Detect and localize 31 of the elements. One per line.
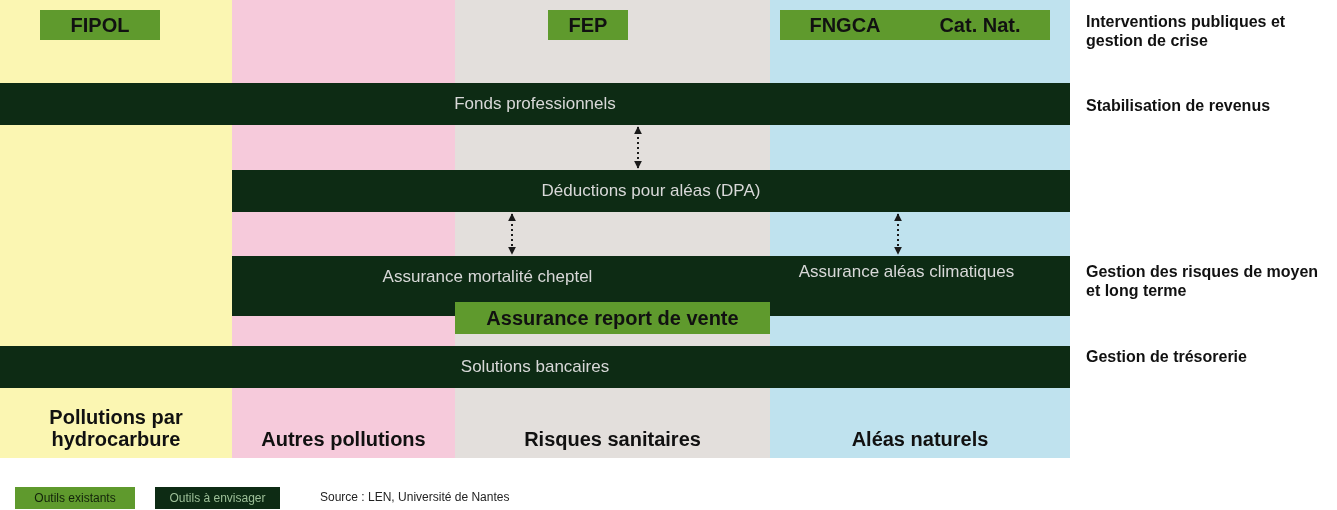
tool-bar xyxy=(0,346,1070,388)
tool-name: Fonds professionnels xyxy=(454,94,616,114)
tool-bar xyxy=(0,83,1070,125)
double-arrow xyxy=(634,126,642,169)
tool-box xyxy=(40,10,160,40)
double-arrow xyxy=(508,213,516,255)
tool-box xyxy=(780,10,1050,40)
level-label: Gestion de trésorerie xyxy=(1086,347,1248,366)
tool-box xyxy=(455,302,770,334)
column-heading: Autres pollutions xyxy=(261,428,426,450)
tool-name: Solutions bancaires xyxy=(460,357,610,377)
double-arrow xyxy=(894,213,902,255)
legend-key: Outils à envisager xyxy=(155,487,280,509)
column-heading: Risques sanitaires xyxy=(524,428,701,450)
column-heading: Pollutions par hydrocarbure xyxy=(48,406,184,450)
level-label: Gestion des risques de moyen et long terme xyxy=(1086,262,1320,300)
tool-name: FIPOL xyxy=(70,14,130,36)
level-label: Interventions publiques et gestion de crise xyxy=(1086,12,1287,50)
tool-name: Déductions pour aléas (DPA) xyxy=(541,181,761,201)
tool-box xyxy=(548,10,628,40)
tool-name: Assurance mortalité cheptel xyxy=(381,266,594,288)
tool-name: FEP xyxy=(568,14,608,36)
tool-name: Assurance aléas climatiques xyxy=(797,261,1016,283)
tool-name: Assurance report de vente xyxy=(486,307,739,329)
tool-name: FNGCA xyxy=(809,14,881,36)
level-label: Stabilisation de revenus xyxy=(1086,96,1272,115)
source-note: Source : LEN, Université de Nantes xyxy=(320,490,510,504)
tool-bar xyxy=(232,170,1070,212)
tool-name: Cat. Nat. xyxy=(939,14,1021,36)
legend-key: Outils existants xyxy=(15,487,135,509)
column-heading: Aléas naturels xyxy=(851,428,989,450)
